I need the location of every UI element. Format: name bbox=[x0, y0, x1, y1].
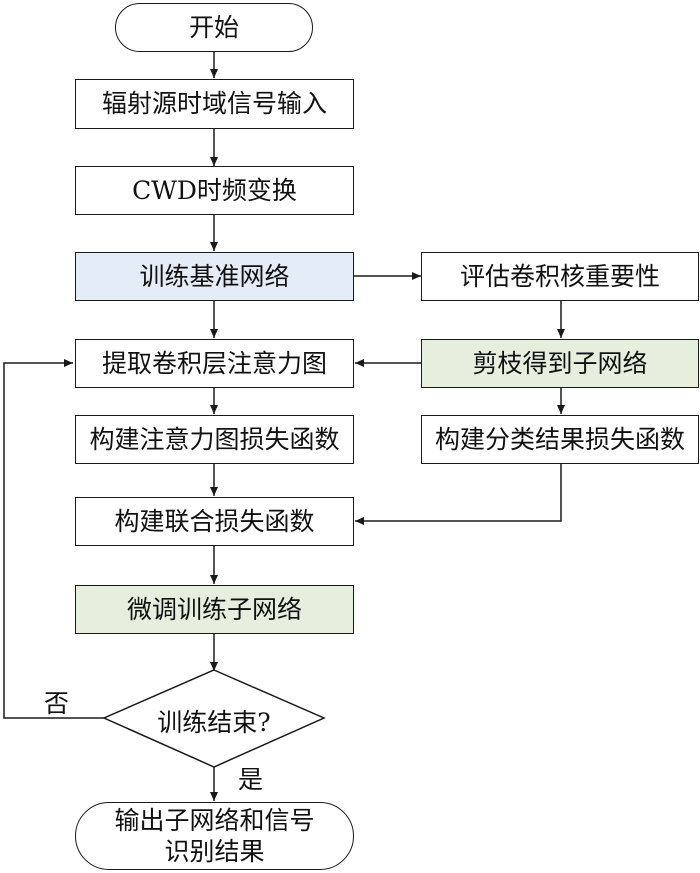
arrow-decision-no-loop bbox=[3, 359, 104, 719]
yes-branch-label: 是 bbox=[238, 765, 264, 794]
output-terminal: 输出子网络和信号 识别结果 bbox=[75, 802, 354, 870]
output-line-1: 输出子网络和信号 bbox=[114, 805, 315, 835]
evaluate-kernel-importance-box: 评估卷积核重要性 bbox=[421, 252, 699, 301]
signal-input-box: 辐射源时域信号输入 bbox=[75, 79, 354, 129]
attention-loss-box: 构建注意力图损失函数 bbox=[75, 415, 354, 464]
start-terminal: 开始 bbox=[115, 3, 313, 52]
classification-loss-box: 构建分类结果损失函数 bbox=[421, 415, 699, 464]
arrow-classloss-to-joint bbox=[355, 464, 562, 525]
extract-attention-map-box: 提取卷积层注意力图 bbox=[75, 339, 354, 388]
output-line-2: 识别结果 bbox=[164, 837, 265, 866]
cwd-transform-box: CWD时频变换 bbox=[75, 166, 354, 215]
decision-label: 训练结束? bbox=[157, 708, 271, 737]
decision-diamond bbox=[102, 669, 326, 768]
no-branch-label: 否 bbox=[44, 689, 70, 718]
joint-loss-box: 构建联合损失函数 bbox=[75, 497, 354, 546]
finetune-subnetwork-box: 微调训练子网络 bbox=[75, 585, 354, 634]
train-base-network-box: 训练基准网络 bbox=[75, 252, 354, 301]
prune-subnetwork-box: 剪枝得到子网络 bbox=[421, 339, 699, 388]
